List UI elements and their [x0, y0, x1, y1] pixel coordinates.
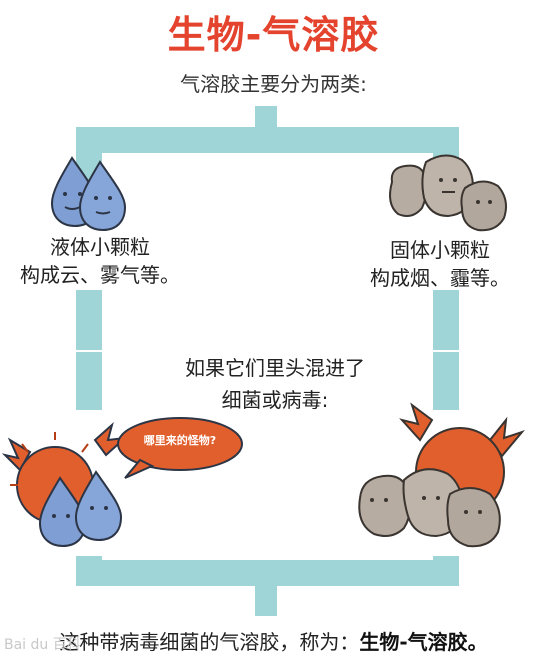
- virus-droplets-illustration: [1, 422, 129, 548]
- virus-particles-illustration: [358, 402, 526, 548]
- solid-caption-line1: 固体小颗粒: [390, 238, 490, 262]
- middle-caption-line1: 如果它们里头混进了: [185, 356, 365, 380]
- solid-caption: 固体小颗粒 构成烟、霾等。: [360, 236, 520, 292]
- watermark: Bai du 百科: [4, 637, 81, 653]
- solid-particles-illustration: [389, 154, 507, 232]
- liquid-caption: 液体小颗粒 构成云、雾气等。: [20, 233, 180, 289]
- liquid-caption-line1: 液体小颗粒: [50, 235, 150, 259]
- middle-caption: 如果它们里头混进了 细菌或病毒:: [170, 352, 380, 416]
- bottom-caption-prefix: 这种带病毒细菌的气溶胶，称为：: [59, 630, 360, 654]
- solid-caption-line2: 构成烟、霾等。: [370, 266, 510, 290]
- subtitle: 气溶胶主要分为两类:: [180, 72, 367, 96]
- middle-caption-line2: 细菌或病毒:: [221, 388, 329, 412]
- bottom-caption: 这种带病毒细菌的气溶胶，称为：生物-气溶胶。: [0, 626, 547, 655]
- liquid-droplets-illustration: [50, 156, 127, 232]
- liquid-caption-line2: 构成云、雾气等。: [20, 263, 180, 287]
- bottom-caption-emphasis: 生物-气溶胶。: [359, 630, 488, 654]
- speech-bubble: [117, 417, 243, 479]
- speech-bubble-text: 哪里来的怪物?: [143, 434, 217, 447]
- page-title: 生物-气溶胶: [167, 13, 380, 57]
- frame-bars: [76, 106, 459, 616]
